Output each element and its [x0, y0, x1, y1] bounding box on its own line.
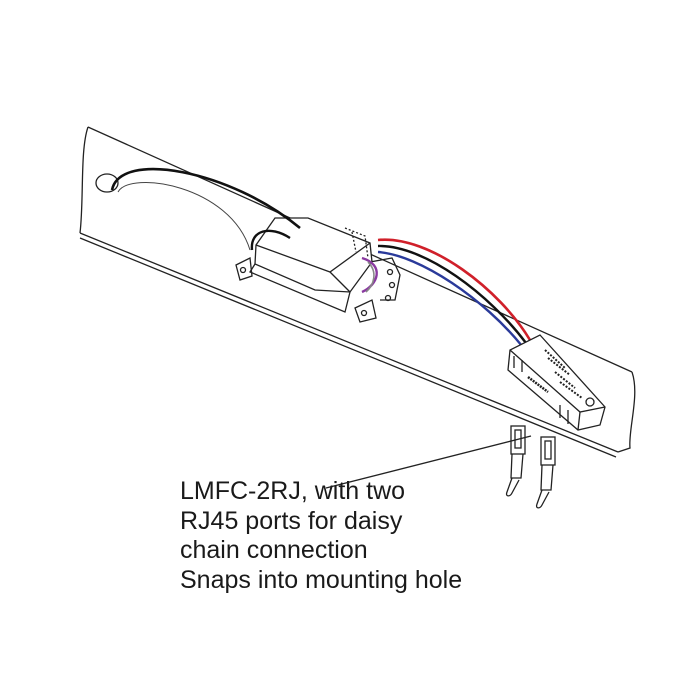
wire-white-loop	[117, 182, 251, 251]
wire-black	[377, 244, 527, 344]
wire-gray	[365, 261, 375, 293]
wire-black-inner	[250, 229, 291, 251]
wire-red	[377, 238, 532, 341]
wire-black-loop	[110, 167, 301, 230]
wire-blue	[377, 250, 523, 347]
rj45-connector-1	[505, 425, 526, 497]
caption-line: LMFC-2RJ, with two	[180, 477, 406, 505]
mounting-hole	[95, 173, 119, 193]
lmfc-module	[507, 334, 606, 431]
wire-purple	[361, 256, 378, 294]
channel-bottom-edge	[79, 232, 619, 453]
driver-box	[235, 217, 401, 323]
caption-line: RJ45 ports for daisy	[180, 506, 403, 535]
caption-line: Snaps into mounting hole	[180, 565, 463, 594]
rj45-connector-2	[535, 436, 556, 509]
caption: LMFC-2RJ, with two RJ45 ports for daisy …	[180, 477, 462, 595]
caption-line: chain connection	[180, 536, 368, 564]
channel-inner-edge	[79, 237, 617, 458]
channel-right-end	[617, 371, 636, 453]
leader-line	[325, 435, 532, 489]
channel-left-end	[79, 126, 89, 234]
